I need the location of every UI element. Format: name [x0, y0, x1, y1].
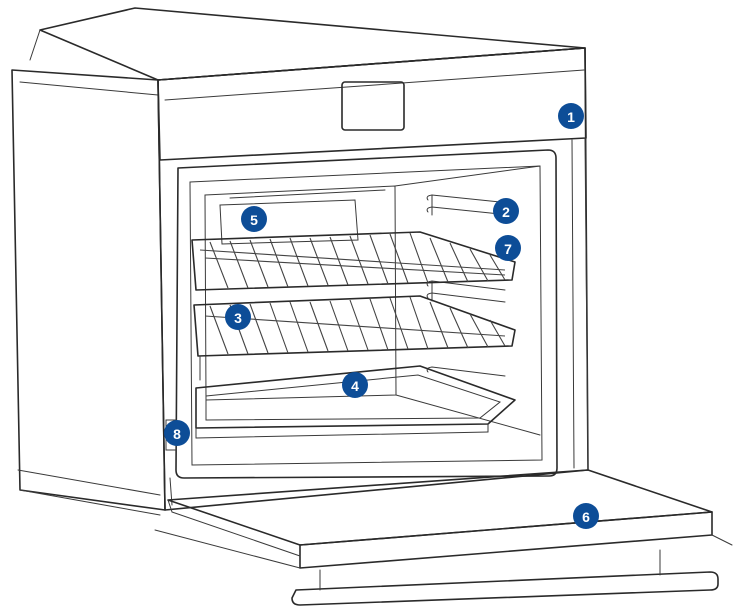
callout-badge — [495, 235, 521, 261]
rear-panel — [219, 189, 386, 245]
callout-badge — [164, 420, 190, 446]
lower-wire-rack — [193, 295, 516, 381]
callout-number: 6 — [582, 509, 590, 525]
callout-number: 3 — [234, 310, 242, 326]
control-panel — [157, 47, 587, 161]
side-trim — [571, 137, 589, 471]
callout-4: 4 — [342, 372, 368, 398]
callout-badge — [573, 503, 599, 529]
callout-badge — [493, 198, 519, 224]
callout-6: 6 — [573, 503, 599, 529]
oven-door — [154, 469, 733, 606]
callout-7: 7 — [495, 235, 521, 261]
callout-5: 5 — [241, 206, 267, 232]
callout-number: 5 — [250, 212, 258, 228]
callouts: 1 2 3 4 5 6 7 8 — [164, 103, 599, 529]
callout-number: 8 — [173, 426, 181, 442]
door-handle — [291, 571, 719, 606]
callout-number: 4 — [351, 378, 359, 394]
oven-body — [11, 7, 589, 516]
upper-wire-rack — [191, 231, 516, 291]
callout-number: 1 — [567, 109, 575, 125]
callout-badge — [241, 206, 267, 232]
callout-badge — [558, 103, 584, 129]
callout-number: 7 — [504, 241, 512, 257]
callout-1: 1 — [558, 103, 584, 129]
callout-8: 8 — [164, 420, 190, 446]
callout-badge — [225, 304, 251, 330]
display-window — [341, 81, 405, 131]
baking-tray — [195, 365, 516, 439]
callout-3: 3 — [225, 304, 251, 330]
callout-number: 2 — [502, 204, 510, 220]
callout-badge — [342, 372, 368, 398]
callout-2: 2 — [493, 198, 519, 224]
oven-cavity — [175, 149, 558, 479]
